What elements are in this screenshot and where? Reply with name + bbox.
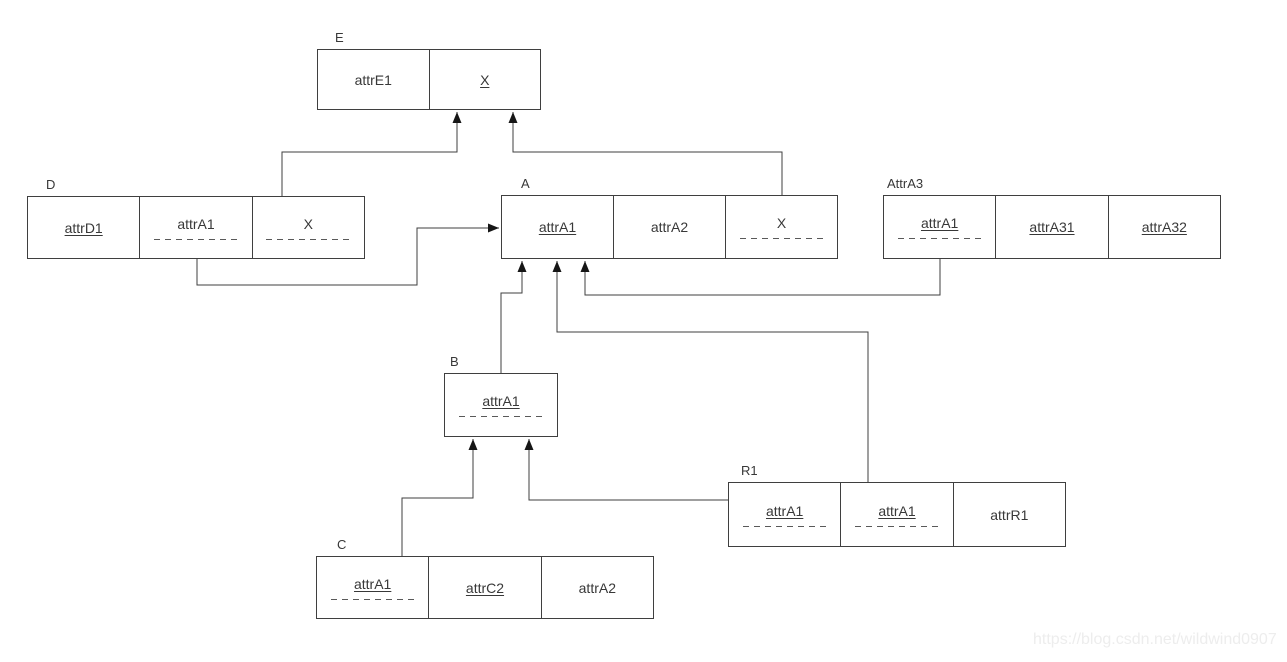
arrowhead-icon: [524, 439, 534, 450]
arrowhead-icon: [580, 261, 590, 272]
entity-cell: attrE1: [318, 50, 429, 109]
entity-label: E: [335, 30, 344, 45]
entity-cell: attrA1: [317, 557, 428, 618]
attribute-name: attrA1: [538, 219, 577, 235]
entity-cell: attrA1: [840, 483, 952, 546]
entity-label: D: [46, 177, 56, 192]
entity-label: C: [337, 537, 347, 552]
attribute-name: attrA1: [482, 393, 520, 409]
attribute-name: attrC2: [465, 579, 505, 596]
entity-box: attrD1 attrA1 X: [27, 196, 365, 259]
attribute-name: attrA32: [1141, 219, 1187, 235]
entity-cell: attrA2: [613, 196, 725, 258]
attribute-name: attrA1: [765, 502, 804, 519]
connector-d-to-e: [281, 112, 458, 196]
partial-key-dash: [897, 238, 982, 239]
entity-label: R1: [741, 463, 758, 478]
attribute-name: attrA1: [878, 502, 916, 519]
entity-cell: attrA2: [540, 557, 653, 618]
entity-cell: attrA1: [139, 197, 251, 258]
entity-cell: X: [251, 197, 364, 258]
entity-cell: attrD1: [28, 197, 139, 258]
partial-key-dash: [854, 525, 939, 527]
attribute-name: attrA2: [578, 579, 616, 596]
attribute-name: attrR1: [990, 506, 1029, 523]
connector-c-to-b: [401, 439, 474, 556]
entity-c: C attrA1 attrC2 attrA2: [316, 537, 654, 619]
entity-box: attrA1: [444, 373, 558, 437]
entity-e: E attrE1 X: [317, 30, 541, 110]
entity-label: B: [450, 354, 459, 369]
attribute-name: X: [480, 71, 490, 88]
partial-key-dash: [739, 238, 824, 239]
attribute-name: X: [303, 215, 313, 232]
attribute-name: attrA1: [177, 215, 215, 232]
watermark: https://blog.csdn.net/wildwind0907: [1033, 631, 1277, 648]
entity-cell: X: [725, 196, 837, 258]
connector-a-to-e: [512, 112, 783, 195]
arrowhead-icon: [452, 112, 462, 123]
entity-label: A: [521, 176, 530, 191]
entity-attra3: AttrA3 attrA1 attrA31 attrA32: [883, 176, 1221, 259]
entity-label: AttrA3: [887, 176, 924, 191]
entity-a: A attrA1 attrA2 X: [501, 176, 838, 259]
attribute-name: attrE1: [354, 71, 392, 88]
connector-b-to-a: [500, 261, 523, 373]
entity-cell: attrA32: [1107, 196, 1220, 258]
partial-key-dash: [330, 598, 415, 600]
arrowhead-icon: [552, 261, 562, 272]
arrowhead-icon: [508, 112, 518, 123]
entity-d: D attrD1 attrA1 X: [27, 177, 365, 259]
partial-key-dash: [742, 525, 827, 527]
partial-key-dash: [266, 238, 351, 240]
partial-key-dash: [153, 238, 238, 240]
entity-r1: R1 attrA1 attrA1 attrR1: [728, 463, 1066, 547]
entity-cell: attrA31: [995, 196, 1107, 258]
entity-cell: attrA1: [884, 196, 995, 258]
attribute-name: attrA1: [920, 215, 959, 231]
entity-cell: attrA1: [729, 483, 840, 546]
arrowhead-icon: [488, 223, 499, 233]
arrowhead-icon: [517, 261, 527, 272]
entity-cell: attrR1: [952, 483, 1065, 546]
entity-cell: attrA1: [502, 196, 613, 258]
partial-key-dash: [459, 416, 543, 417]
entity-cell: X: [428, 50, 541, 109]
attribute-name: attrA31: [1029, 219, 1075, 235]
entity-box: attrA1 attrC2 attrA2: [316, 556, 654, 619]
attribute-name: attrA1: [353, 575, 392, 592]
connector-r1-to-a: [556, 261, 869, 482]
arrowhead-icon: [468, 439, 478, 450]
attribute-name: X: [776, 215, 787, 231]
entity-box: attrE1 X: [317, 49, 541, 110]
connector-r1-to-b: [528, 439, 728, 501]
attribute-name: attrA2: [650, 219, 689, 235]
entity-box: attrA1 attrA1 attrR1: [728, 482, 1066, 547]
entity-cell: attrC2: [428, 557, 540, 618]
entity-box: attrA1 attrA2 X: [501, 195, 838, 259]
entity-b: B attrA1: [444, 354, 558, 437]
attribute-name: attrD1: [64, 219, 103, 236]
connector-attra3-to-a: [584, 259, 941, 296]
entity-cell: attrA1: [445, 374, 557, 436]
entity-box: attrA1 attrA31 attrA32: [883, 195, 1221, 259]
